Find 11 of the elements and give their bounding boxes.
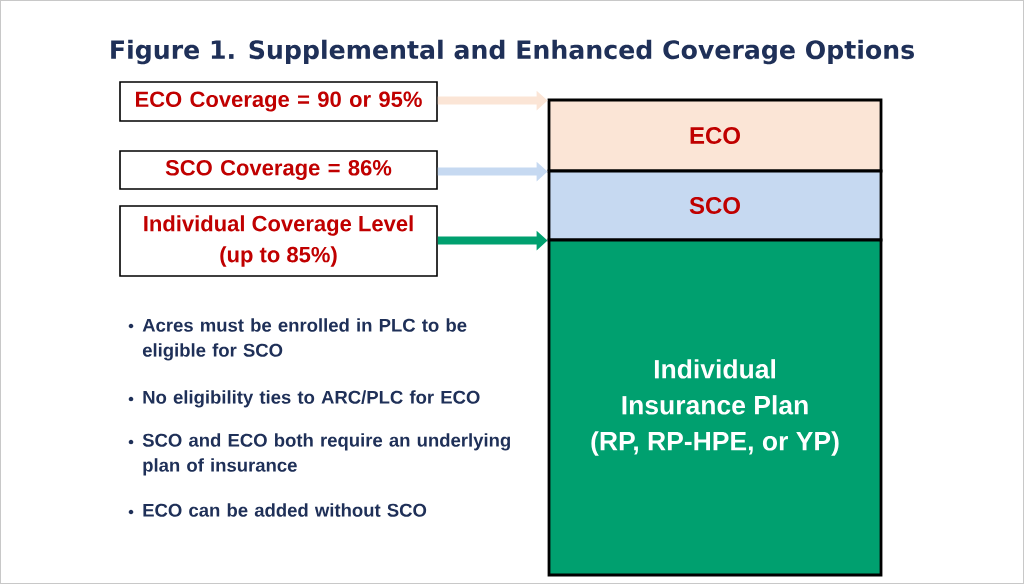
coverage-box: Individual Coverage Level (up to 85%): [119, 205, 438, 277]
coverage-box: ECO Coverage = 90 or 95%: [119, 81, 438, 122]
bullet-text: ECO can be added without SCO: [143, 503, 427, 517]
layer-box: ECO: [547, 98, 883, 173]
bullet-text: Acres must be enrolled in PLC to be eligible for SCO: [142, 318, 467, 361]
bullet-text: No eligibility ties to ARC/PLC for ECO: [143, 390, 480, 408]
layer-box: SCO: [547, 169, 883, 242]
title: Figure 1. Supplemental and Enhanced Coverage Options: [111, 39, 914, 65]
coverage-box: SCO Coverage = 86%: [119, 150, 438, 190]
layer-box: Individual Insurance Plan (RP, RP-HPE, or YP): [547, 238, 883, 577]
bullet-text: SCO and ECO both require an underlying plan of insurance: [142, 433, 510, 476]
